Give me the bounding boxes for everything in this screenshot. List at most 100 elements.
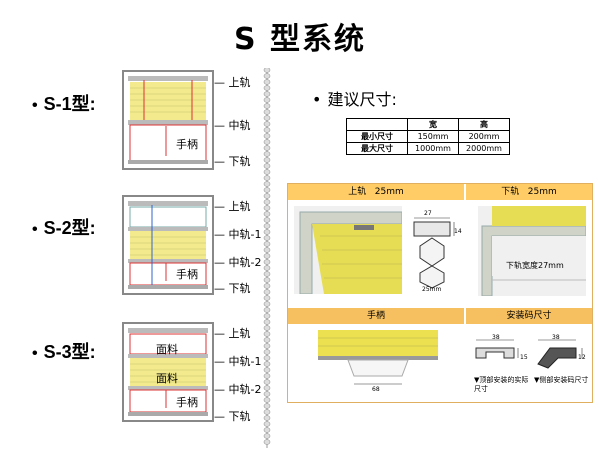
cord-bead — [263, 331, 271, 337]
cord-bead — [263, 391, 271, 397]
s1-mid-label: — 中轨 — [214, 119, 251, 132]
top-rail-profile — [404, 210, 462, 298]
table-row: 最小尺寸 150mm 200mm — [346, 130, 510, 143]
cord-bead — [263, 175, 271, 181]
s2-mid1-label: — 中轨-1 — [214, 228, 262, 241]
cord-chain — [262, 67, 272, 452]
cord-bead — [263, 67, 271, 73]
cord-bead — [263, 319, 271, 325]
s1-bottom-label: — 下轨 — [214, 155, 251, 168]
cord-bead — [263, 355, 271, 361]
cord-bead — [263, 427, 271, 433]
s2-handle-label: 手柄 — [176, 268, 198, 281]
top-rail-image — [294, 206, 403, 298]
cord-bead — [263, 343, 271, 349]
bracket-dim-b: 38 — [552, 334, 560, 341]
cord-bead — [263, 325, 271, 331]
cord-bead — [263, 247, 271, 253]
col-header: 高 — [458, 118, 510, 131]
cord-bead — [263, 277, 271, 283]
bracket-header: 安装码尺寸 — [466, 308, 592, 324]
handle-image — [318, 330, 438, 398]
cord-bead — [263, 361, 271, 367]
col-header: 宽 — [407, 118, 459, 131]
cord-bead — [263, 439, 271, 445]
bottom-rail-image — [478, 206, 587, 300]
s3-fabric-label-2: 面料 — [156, 372, 178, 385]
s2-diagram — [122, 195, 214, 295]
s3-handle-label: 手柄 — [176, 396, 198, 409]
cord-bead — [263, 103, 271, 109]
s2-mid2-label: — 中轨-2 — [214, 256, 262, 269]
model-s2-label: •S-2型: — [32, 218, 96, 238]
s3-diagram — [122, 322, 214, 422]
bracket-note-a: ▼顶部安装的实际尺寸 — [474, 376, 529, 393]
s1-top-label: — 上轨 — [214, 76, 251, 89]
bottom-rail-note: 下轨宽度27mm — [506, 261, 564, 270]
bracket-top-mount — [474, 334, 526, 374]
cord-bead — [263, 289, 271, 295]
s3-mid1-label: — 中轨-1 — [214, 355, 262, 368]
cord-bead — [263, 295, 271, 301]
cord-bead — [263, 133, 271, 139]
cord-bead — [263, 421, 271, 427]
cord-bead — [263, 301, 271, 307]
cord-bead — [263, 241, 271, 247]
detail-panel: 上轨 25mm 下轨 25mm 27 14 25mm — [287, 183, 593, 403]
cord-bead — [263, 193, 271, 199]
bracket-dim-a: 38 — [492, 334, 500, 341]
top-rail-header: 上轨 25mm — [288, 184, 464, 200]
cord-bead — [263, 127, 271, 133]
cord-bead — [263, 253, 271, 259]
cord-bead — [263, 403, 271, 409]
bracket-note-b: ▼侧部安装码尺寸 — [534, 376, 589, 384]
cord-bead — [263, 163, 271, 169]
s3-bottom-label: — 下轨 — [214, 410, 251, 423]
bracket-side-mount — [534, 334, 590, 378]
cord-bead — [263, 415, 271, 421]
cord-bead — [263, 259, 271, 265]
cord-bead — [263, 211, 271, 217]
cord-bead — [263, 79, 271, 85]
col-header — [346, 118, 408, 131]
cord-bead — [263, 157, 271, 163]
cord-bead — [263, 373, 271, 379]
cord-bead — [263, 271, 271, 277]
bottom-rail-header: 下轨 25mm — [466, 184, 592, 200]
cord-bead — [263, 145, 271, 151]
s3-fabric-label-1: 面料 — [156, 343, 178, 356]
cord-bead — [263, 205, 271, 211]
cord-bead — [263, 397, 271, 403]
cord-bead — [263, 409, 271, 415]
model-s3-label: •S-3型: — [32, 342, 96, 362]
model-s1-label: •S-1型: — [32, 94, 96, 114]
suggest-heading: •建议尺寸: — [312, 90, 397, 109]
s2-bottom-label: — 下轨 — [214, 282, 251, 295]
cord-bead — [263, 229, 271, 235]
handle-dim: 68 — [372, 386, 380, 393]
cord-bead — [263, 85, 271, 91]
cord-bead — [263, 169, 271, 175]
cord-bead — [263, 283, 271, 289]
top-rail-dim-b: 25mm — [422, 286, 442, 293]
bracket-dim-b-h: 12 — [578, 354, 586, 361]
cord-bead — [263, 73, 271, 79]
top-rail-dim-w: 27 — [424, 210, 432, 217]
cord-bead — [263, 337, 271, 343]
cord-bead — [263, 433, 271, 439]
cord-bead — [263, 91, 271, 97]
cord-bead — [263, 379, 271, 385]
cord-bead — [263, 367, 271, 373]
s2-top-label: — 上轨 — [214, 200, 251, 213]
bracket-dim-a-h: 15 — [520, 354, 528, 361]
cord-bead — [263, 313, 271, 319]
cord-bead — [263, 97, 271, 103]
cord-bead — [263, 199, 271, 205]
cord-bead — [263, 115, 271, 121]
cord-bead — [263, 265, 271, 271]
cord-bead — [263, 349, 271, 355]
page-title: S 型系统 — [233, 22, 367, 57]
cord-bead — [263, 181, 271, 187]
s1-diagram — [122, 70, 214, 170]
cord-bead — [263, 151, 271, 157]
